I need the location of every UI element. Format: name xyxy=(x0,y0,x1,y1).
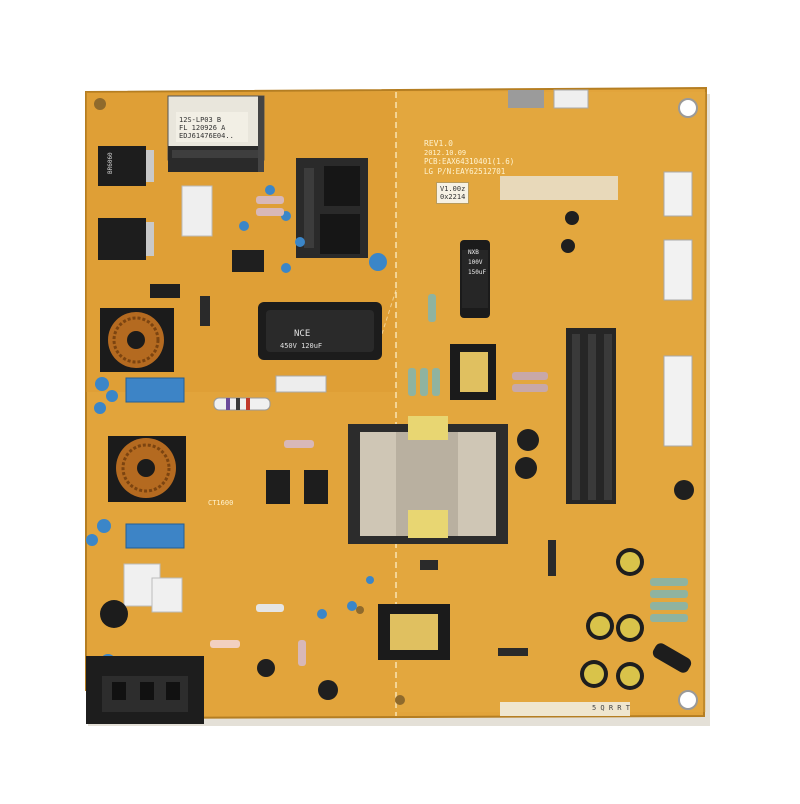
thermistor xyxy=(100,600,128,628)
x-capacitor xyxy=(125,377,185,403)
pfc-inductor xyxy=(348,416,508,544)
transistor xyxy=(232,250,264,272)
bulk-cap-label: NCE xyxy=(294,329,310,339)
mounting-hole xyxy=(395,695,405,705)
connector-white xyxy=(663,171,693,217)
small-electrolytics xyxy=(257,211,694,700)
ac-connector xyxy=(86,656,204,724)
connector-white xyxy=(663,355,693,447)
version-sticker-line2: 0x2214 xyxy=(440,193,466,202)
small-resistors xyxy=(210,196,548,666)
version-sticker: V1.00z 0x2214 xyxy=(436,182,470,205)
blue-cap-capacitance: 150uF xyxy=(468,269,487,276)
blue-cap-voltage: 100V xyxy=(468,259,483,266)
version-sticker-line1: V1.00z xyxy=(440,185,466,193)
heatsink-right xyxy=(566,328,616,504)
lower-transformer xyxy=(378,604,450,660)
white-block xyxy=(181,185,213,237)
blue-electrolytic xyxy=(460,240,490,318)
diodes xyxy=(200,296,556,656)
pcb-code-label: PCB:EAX64310401(1.6) xyxy=(424,157,515,166)
mounting-hole xyxy=(678,690,698,710)
transistor xyxy=(150,284,180,298)
inductor-toroid-2 xyxy=(108,436,186,502)
bulk-capacitor: NCE 450V 120uF xyxy=(258,302,382,360)
transformer-label xyxy=(176,112,248,142)
power-resistor xyxy=(275,375,327,393)
transformer-label-line1: 12S-LP03 B xyxy=(179,116,222,124)
regulator-2 xyxy=(98,218,154,260)
ceramic-resistor xyxy=(213,397,271,411)
svg-text:BR6060: BR6060 xyxy=(107,152,114,174)
date-code-label: 2012.10.09 xyxy=(424,149,467,157)
mounting-hole xyxy=(356,606,364,614)
x-capacitor xyxy=(125,523,185,549)
inductor-toroid-1 xyxy=(100,308,174,372)
bottom-label-strip xyxy=(500,702,630,716)
mosfet xyxy=(304,470,328,504)
white-block xyxy=(151,577,183,613)
transformer-label-line2: FL 120926 A xyxy=(179,124,226,133)
resistor-array xyxy=(650,578,688,622)
wire-clamp xyxy=(652,643,692,673)
bulk-cap-rating: 450V 120uF xyxy=(280,342,322,350)
bottom-codes: 5 Q R R T xyxy=(592,704,630,712)
main-transformer xyxy=(167,95,265,172)
connector-top xyxy=(508,90,544,108)
transformer-label-line3: EDJ61476E04.. xyxy=(179,132,234,141)
connector-white xyxy=(663,239,693,301)
connector-top xyxy=(553,89,589,109)
regulator-1: BR6060 xyxy=(98,146,154,186)
barcode-sticker xyxy=(500,176,618,200)
revision-label: REV1.0 xyxy=(424,139,453,148)
part-number-label: LG P/N:EAY62512701 xyxy=(424,167,506,176)
heatsink-top xyxy=(296,158,368,258)
standby-transformer xyxy=(450,344,496,400)
bottom-label: CT1600 xyxy=(208,499,234,507)
gold-capacitors xyxy=(580,548,644,690)
mounting-hole xyxy=(678,98,698,118)
transformer-label-text: 12S-LP03 B FL 120926 A EDJ61476E04.. xyxy=(176,114,237,142)
mounting-hole xyxy=(94,98,106,110)
mosfet xyxy=(266,470,290,504)
blue-cap-brand: NXB xyxy=(468,249,479,256)
